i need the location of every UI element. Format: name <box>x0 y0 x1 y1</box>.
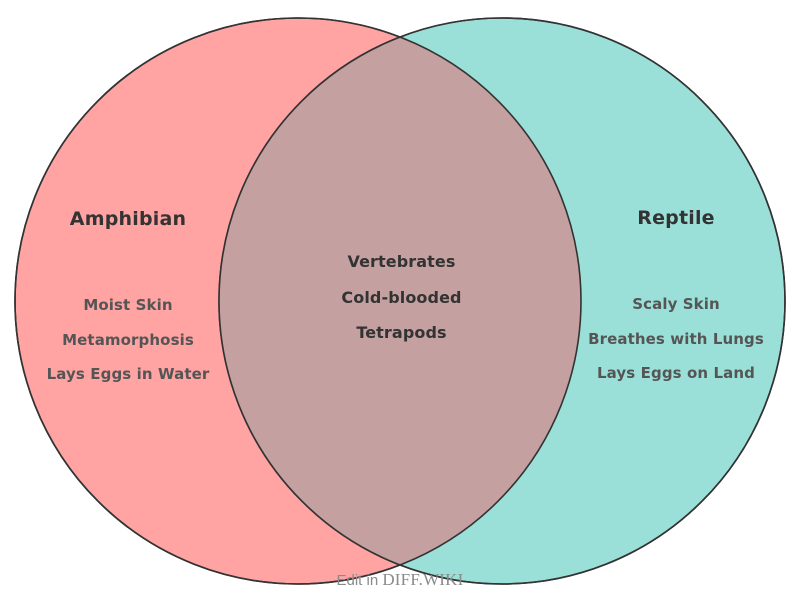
left-set-item: Moist Skin <box>83 296 173 314</box>
left-set-item-list: Moist Skin Metamorphosis Lays Eggs in Wa… <box>8 288 248 392</box>
watermark-prefix: Edit in <box>336 572 383 589</box>
right-set-item: Lays Eggs on Land <box>596 364 756 382</box>
right-set-title: Reptile <box>637 207 715 229</box>
right-set-outline <box>218 17 786 585</box>
right-set-item: Breathes with Lungs <box>588 329 764 348</box>
watermark-brand: DIFF.WIKI <box>382 570 464 589</box>
left-set-title: Amphibian <box>69 208 187 230</box>
right-set-item: Scaly Skin <box>632 295 720 313</box>
intersection-item: Tetrapods <box>356 323 447 342</box>
intersection-item-list: Vertebrates Cold-blooded Tetrapods <box>280 244 523 351</box>
left-set-outline <box>14 17 582 585</box>
right-set-labels: Reptile Scaly Skin Breathes with Lungs L… <box>556 207 796 391</box>
right-set-item-list: Scaly Skin Breathes with Lungs Lays Eggs… <box>556 287 796 391</box>
intersection-item: Cold-blooded <box>341 287 462 307</box>
edit-in-diffwiki-watermark[interactable]: Edit in DIFF.WIKI <box>0 570 800 590</box>
left-set-item: Lays Eggs in Water <box>46 365 210 383</box>
left-set-item: Metamorphosis <box>62 330 194 349</box>
intersection-labels: Vertebrates Cold-blooded Tetrapods <box>280 244 523 351</box>
intersection-item: Vertebrates <box>347 252 456 271</box>
left-set-labels: Amphibian Moist Skin Metamorphosis Lays … <box>8 208 248 392</box>
intersection-region[interactable] <box>219 18 785 584</box>
